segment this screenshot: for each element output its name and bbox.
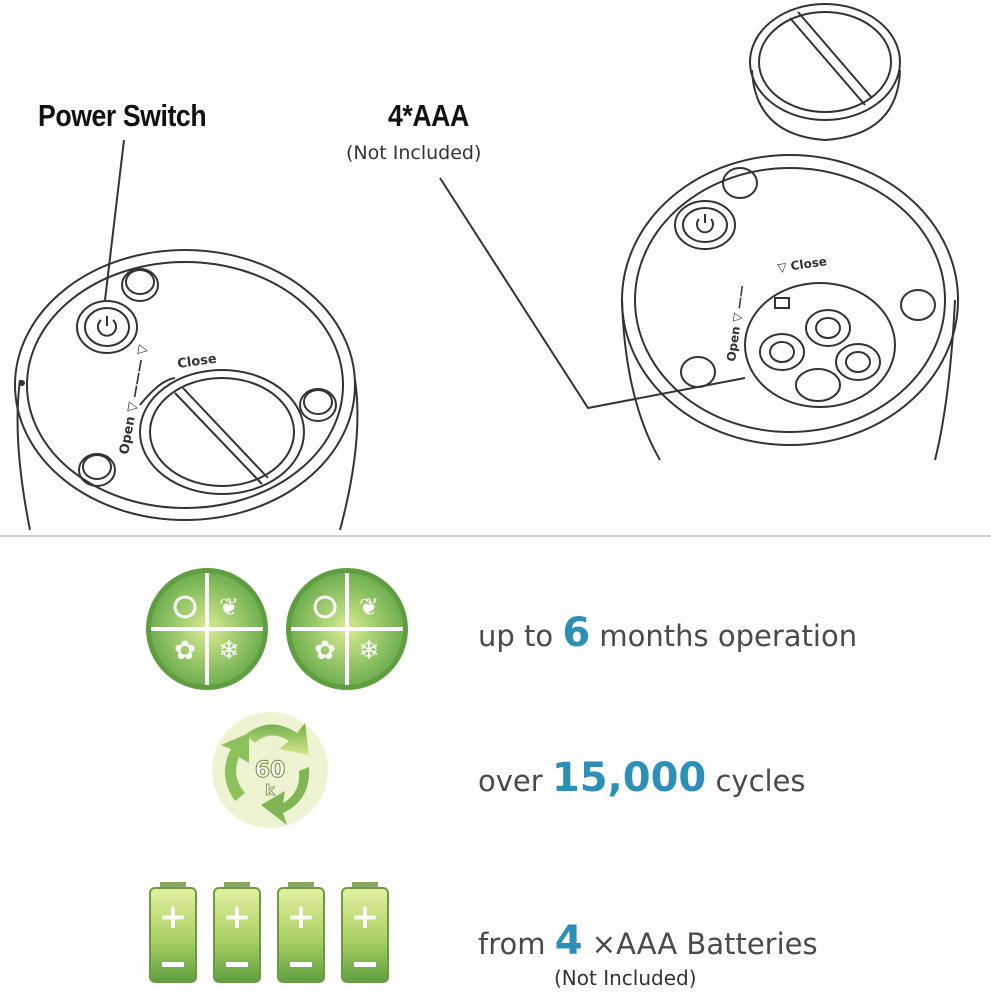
feature-batteries-note: (Not Included) bbox=[554, 966, 697, 990]
feature-batteries-prefix: from bbox=[478, 927, 555, 961]
product-diagram: Open ▽ ——— ▽ Close Open ▽ —— ▽ Close bbox=[14, 3, 959, 531]
feature-batteries: from 4 ×AAA Batteries bbox=[478, 918, 818, 964]
right-unit-illustration bbox=[439, 3, 959, 461]
svg-text:+: + bbox=[287, 897, 316, 937]
svg-text:❄: ❄ bbox=[358, 636, 380, 666]
battery-note: (Not Included) bbox=[346, 142, 482, 164]
batteries-icon: + + + + bbox=[149, 882, 389, 983]
feature-operation-suffix: months operation bbox=[590, 619, 858, 653]
recycle-60k-icon: 60 k bbox=[212, 712, 328, 828]
badge-60: 60 bbox=[255, 758, 286, 783]
svg-text:✿: ✿ bbox=[314, 636, 336, 666]
feature-batteries-value: 4 bbox=[554, 918, 583, 964]
section-divider bbox=[0, 535, 991, 537]
badge-k: k bbox=[265, 783, 275, 799]
close-label-left: Close bbox=[176, 352, 217, 372]
power-switch-icon bbox=[674, 200, 736, 250]
feature-cycles-suffix: cycles bbox=[706, 764, 806, 798]
feature-operation-prefix: up to bbox=[478, 619, 563, 653]
power-switch-label: Power Switch bbox=[38, 98, 207, 133]
svg-text:❦: ❦ bbox=[219, 593, 239, 621]
battery-cap-closed bbox=[139, 369, 305, 495]
svg-text:❄: ❄ bbox=[218, 636, 240, 666]
battery-compartment bbox=[744, 282, 896, 408]
feature-cycles: over 15,000 cycles bbox=[478, 755, 806, 801]
battery-label: 4*AAA bbox=[388, 98, 469, 133]
svg-text:❦: ❦ bbox=[359, 593, 379, 621]
feature-batteries-suffix: ×AAA Batteries bbox=[582, 927, 818, 961]
feature-cycles-prefix: over bbox=[478, 764, 552, 798]
open-label-left: Open ▽ ——— ▽ bbox=[117, 344, 151, 456]
feature-cycles-value: 15,000 bbox=[551, 755, 707, 801]
battery-cap-removed bbox=[749, 3, 901, 142]
left-unit-illustration bbox=[14, 139, 359, 531]
close-label-right: ▽ Close bbox=[776, 254, 827, 275]
svg-text:+: + bbox=[351, 897, 380, 937]
svg-text:+: + bbox=[223, 897, 252, 937]
seasons-icon: ❦ ✿ ❄ ❦ ✿ ❄ bbox=[146, 568, 408, 690]
svg-text:✿: ✿ bbox=[174, 636, 196, 666]
feature-operation: up to 6 months operation bbox=[478, 610, 857, 656]
svg-text:+: + bbox=[159, 897, 188, 937]
power-switch-icon bbox=[76, 300, 138, 354]
feature-operation-value: 6 bbox=[562, 610, 591, 656]
